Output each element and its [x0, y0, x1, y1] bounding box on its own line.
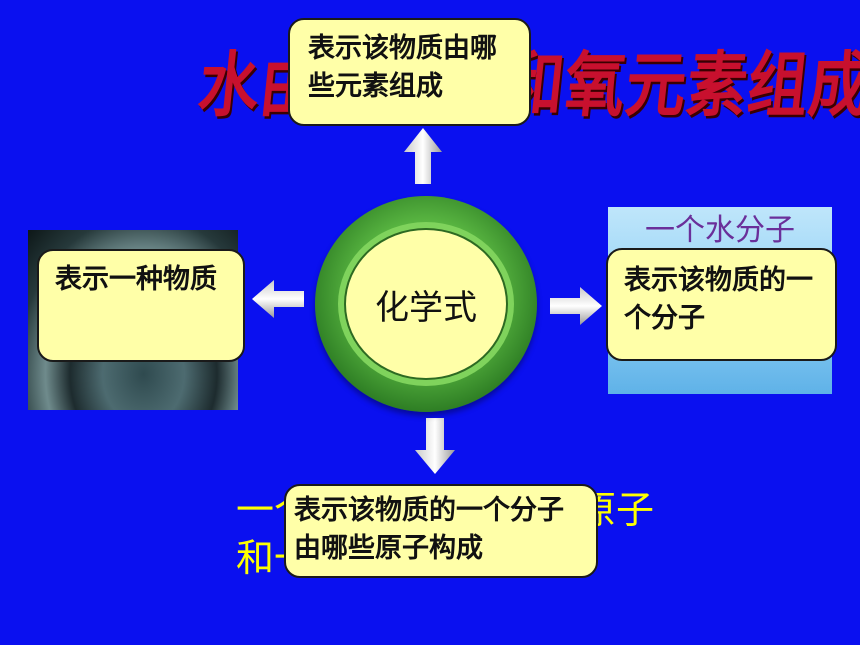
arrow-right-icon	[550, 287, 602, 325]
arrow-down-icon	[415, 418, 455, 474]
arrow-left-icon	[252, 280, 304, 318]
arrow-up-icon	[404, 128, 442, 184]
water-molecule-caption: 一个水分子	[645, 213, 795, 248]
callout-top: 表示该物质由哪些元素组成	[288, 18, 531, 126]
center-label: 化学式	[344, 228, 508, 380]
callout-right: 表示该物质的一个分子	[606, 248, 837, 361]
callout-left: 表示一种物质	[37, 249, 245, 362]
callout-bottom: 表示该物质的一个分子由哪些原子构成	[284, 484, 598, 578]
